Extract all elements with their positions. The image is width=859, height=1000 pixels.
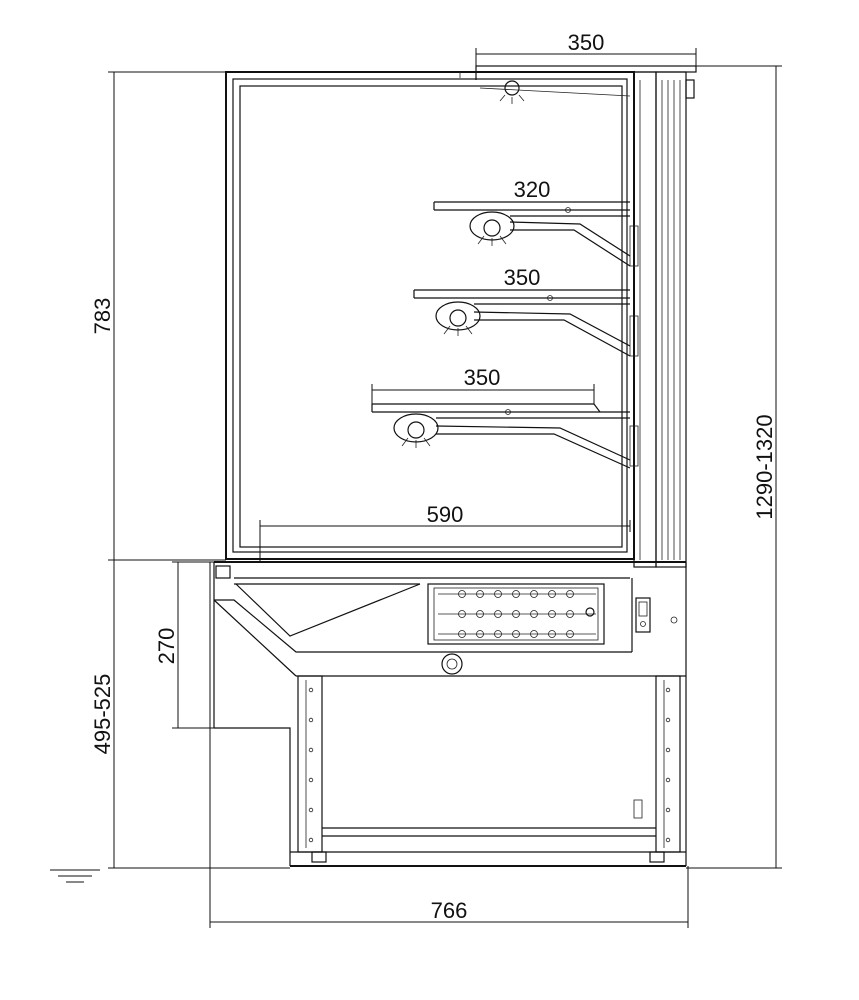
shelf-1 bbox=[433, 201, 639, 267]
dimension-shelf-2-label: 350 bbox=[504, 265, 541, 290]
dimension-deck: 590 bbox=[259, 502, 631, 562]
dimension-shelf-2: 350 bbox=[414, 265, 630, 291]
dimension-upper-height: 783 bbox=[90, 71, 226, 561]
dimension-shelf-3-label: 350 bbox=[464, 365, 501, 390]
dimension-front-height: 270 bbox=[154, 561, 214, 729]
dimension-total-height: 1290-1320 bbox=[686, 65, 782, 869]
evaporator-coil bbox=[427, 583, 605, 645]
dimension-upper-height-label: 783 bbox=[90, 298, 115, 335]
dimension-deck-label: 590 bbox=[427, 502, 464, 527]
dimension-top-depth-label: 350 bbox=[568, 30, 605, 55]
dimension-total-height-label: 1290-1320 bbox=[752, 414, 777, 519]
rear-column bbox=[633, 71, 695, 568]
dimension-front-height-label: 270 bbox=[154, 628, 179, 665]
dimension-shelf-3: 350 bbox=[371, 365, 595, 404]
dimension-shelf-1-label: 320 bbox=[514, 177, 551, 202]
dimension-total-width-label: 766 bbox=[431, 898, 468, 923]
control-box bbox=[635, 597, 678, 633]
dimension-base-height-label: 495-525 bbox=[90, 674, 115, 755]
canopy-light bbox=[459, 65, 697, 104]
dimension-top-depth: 350 bbox=[475, 30, 697, 66]
dimension-shelf-1: 320 bbox=[434, 177, 630, 203]
shelf-3 bbox=[371, 403, 639, 469]
base-frame bbox=[214, 675, 686, 867]
refrigerated-deck bbox=[213, 561, 687, 866]
shelf-2 bbox=[413, 289, 639, 357]
dimension-base-height: 495-525 bbox=[90, 560, 290, 869]
floor-line-symbol bbox=[50, 869, 100, 883]
dimension-total-width: 766 bbox=[209, 562, 689, 928]
